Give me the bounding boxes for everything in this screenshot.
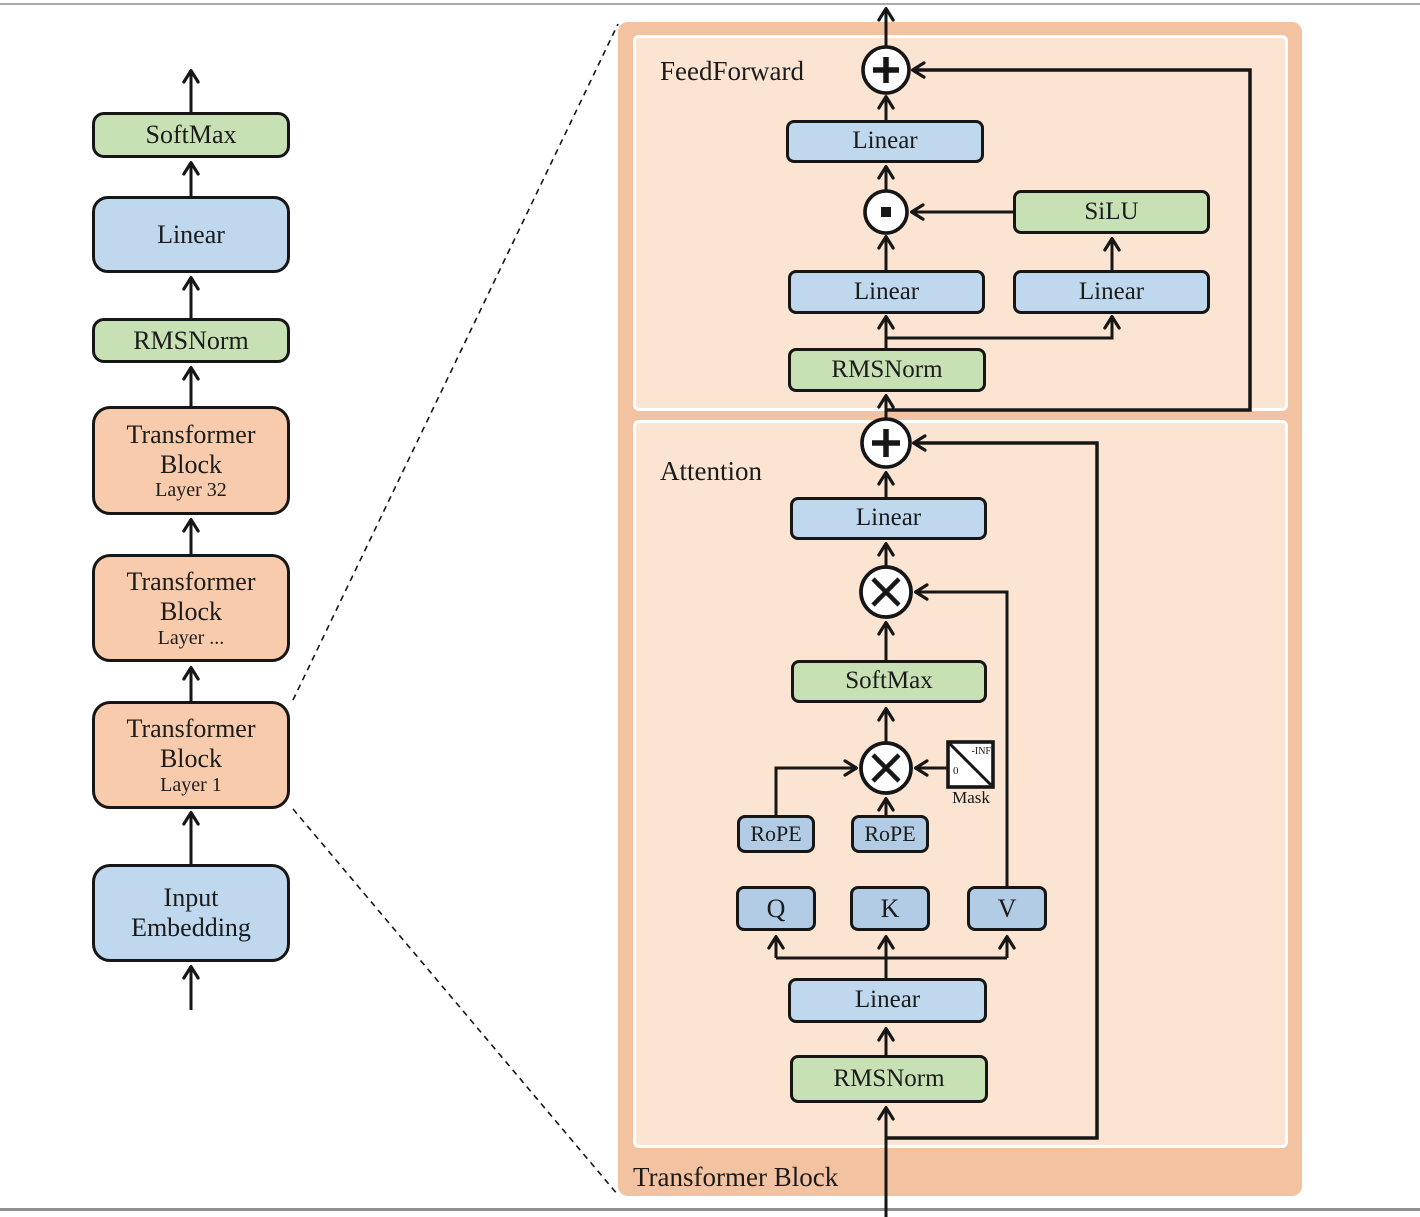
zoom-dashed-connectors (292, 23, 619, 1196)
k-block: K (850, 886, 930, 931)
tb32-line2: Block (159, 449, 223, 479)
ff-linear-up-label: Linear (1078, 277, 1145, 305)
rope-k-block: RoPE (851, 815, 929, 853)
tb32-layer: Layer 32 (155, 479, 227, 502)
softmax-block: SoftMax (92, 112, 290, 158)
v-label: V (997, 893, 1017, 923)
transformer-block-layer-32: Transformer Block Layer 32 (92, 406, 290, 515)
attn-linear-out-block: Linear (790, 497, 987, 540)
tb1-line1: Transformer (126, 714, 256, 744)
tb32-line1: Transformer (126, 419, 256, 449)
attn-rmsnorm-block: RMSNorm (790, 1055, 988, 1103)
rmsnorm-block: RMSNorm (92, 318, 290, 363)
linear-block: Linear (92, 196, 290, 273)
ff-linear-out-label: Linear (852, 127, 918, 155)
rmsnorm-label: RMSNorm (133, 325, 249, 355)
ff-silu-block: SiLU (1013, 190, 1210, 234)
mask-label: Mask (952, 788, 990, 807)
attn-rmsnorm-label: RMSNorm (833, 1064, 945, 1092)
ff-linear-gate-block: Linear (788, 270, 985, 314)
q-block: Q (736, 886, 816, 931)
ff-silu-label: SiLU (1084, 197, 1139, 225)
tbmid-line2: Block (159, 597, 223, 626)
rope-q-label: RoPE (750, 821, 802, 847)
attn-softmax-block: SoftMax (791, 660, 987, 703)
feedforward-section-label: FeedForward (660, 56, 804, 86)
k-label: K (880, 893, 900, 923)
attn-linear-out-label: Linear (855, 504, 922, 532)
tbmid-layer: Layer ... (157, 626, 225, 649)
mask-zero-value: 0 (953, 765, 959, 777)
ff-linear-up-block: Linear (1013, 270, 1210, 314)
bottom-frame-line (0, 1208, 1420, 1211)
transformer-block-layer-mid: Transformer Block Layer ... (92, 554, 290, 662)
input-embedding-block: Input Embedding (92, 864, 290, 962)
softmax-label: SoftMax (145, 120, 237, 150)
ff-linear-gate-label: Linear (853, 277, 920, 305)
tb1-layer: Layer 1 (160, 773, 222, 796)
ff-rmsnorm-label: RMSNorm (831, 355, 943, 383)
v-block: V (967, 886, 1047, 931)
mask-neg-inf-value: -INF (971, 746, 991, 757)
rope-q-block: RoPE (737, 815, 815, 853)
transformer-block-layer-1: Transformer Block Layer 1 (92, 701, 290, 809)
attn-linear-in-block: Linear (788, 978, 987, 1023)
transformer-block-panel-label: Transformer Block (633, 1162, 839, 1192)
tbmid-line1: Transformer (126, 567, 256, 597)
top-frame-line (0, 3, 1420, 5)
tb1-line2: Block (159, 744, 223, 773)
ff-rmsnorm-block: RMSNorm (788, 348, 986, 392)
input-embedding-line2: Embedding (131, 913, 251, 942)
attn-linear-in-label: Linear (854, 986, 921, 1014)
q-label: Q (766, 893, 786, 923)
input-embedding-line1: Input (163, 883, 219, 913)
linear-label: Linear (157, 219, 225, 249)
rope-k-label: RoPE (864, 821, 916, 847)
attn-softmax-label: SoftMax (845, 667, 933, 695)
attention-section-label: Attention (660, 456, 762, 486)
ff-linear-out-block: Linear (786, 120, 984, 163)
